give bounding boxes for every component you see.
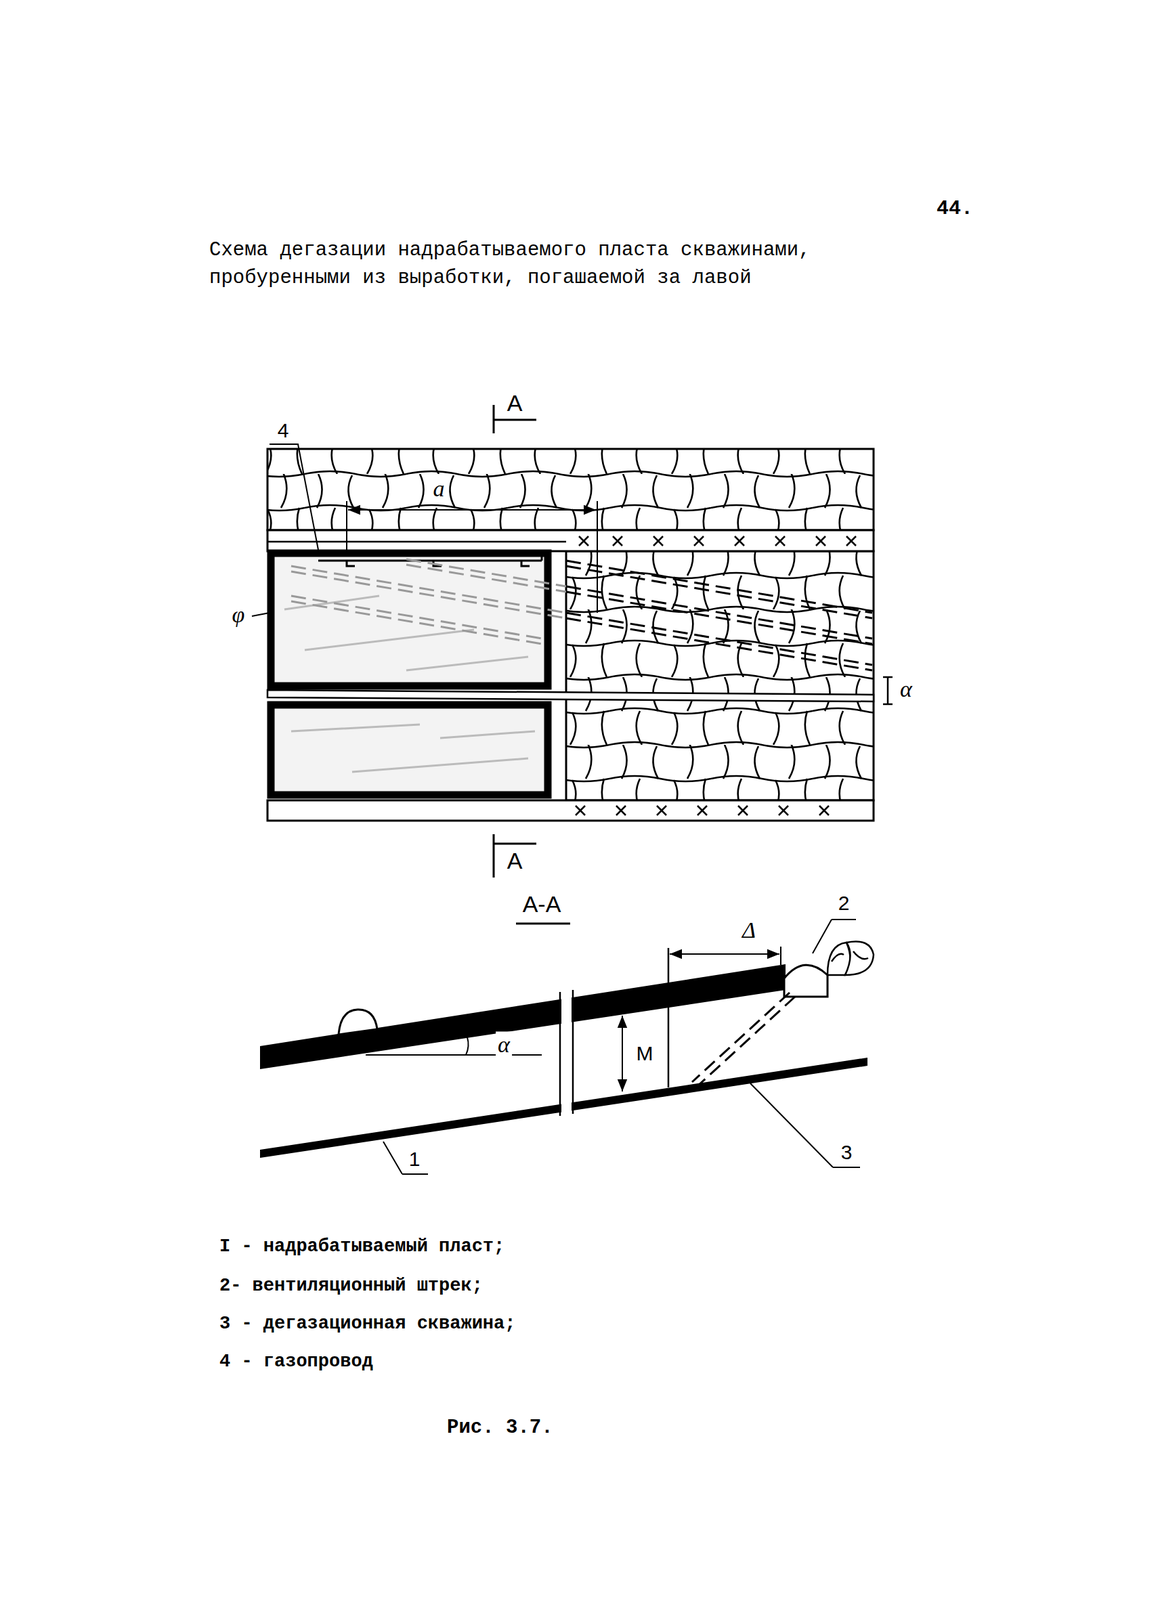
callout-number: 3 bbox=[839, 1141, 855, 1165]
section-mark: А bbox=[507, 390, 523, 417]
plan-view bbox=[251, 404, 893, 878]
dimension-label: a bbox=[431, 475, 447, 502]
legend-entry: I - надрабатываемый пласт; bbox=[219, 1236, 505, 1258]
legend-entry: 4 - газопровод bbox=[219, 1351, 374, 1373]
dimension-label: М bbox=[634, 1042, 656, 1066]
section-mark: А bbox=[507, 847, 523, 875]
callout-number: 2 bbox=[836, 891, 852, 916]
callout-number: 4 bbox=[275, 419, 292, 443]
figure-caption: Рис. 3.7. bbox=[446, 1416, 554, 1439]
section-view bbox=[260, 919, 874, 1175]
callout-number: 1 bbox=[406, 1147, 423, 1172]
angle-label: φ bbox=[230, 601, 248, 628]
legend-entry: 2- вентиляционный штрек; bbox=[219, 1275, 483, 1297]
page-number: 44. bbox=[936, 197, 974, 221]
angle-label: α bbox=[897, 675, 915, 703]
section-title: А-А bbox=[522, 891, 562, 918]
dimension-label: Δ bbox=[740, 916, 758, 944]
angle-label: α bbox=[495, 1031, 512, 1058]
diagram-title: Схема дегазации надрабатываемого пласта … bbox=[209, 237, 880, 292]
legend-entry: 3 - дегазационная скважина; bbox=[219, 1313, 516, 1335]
